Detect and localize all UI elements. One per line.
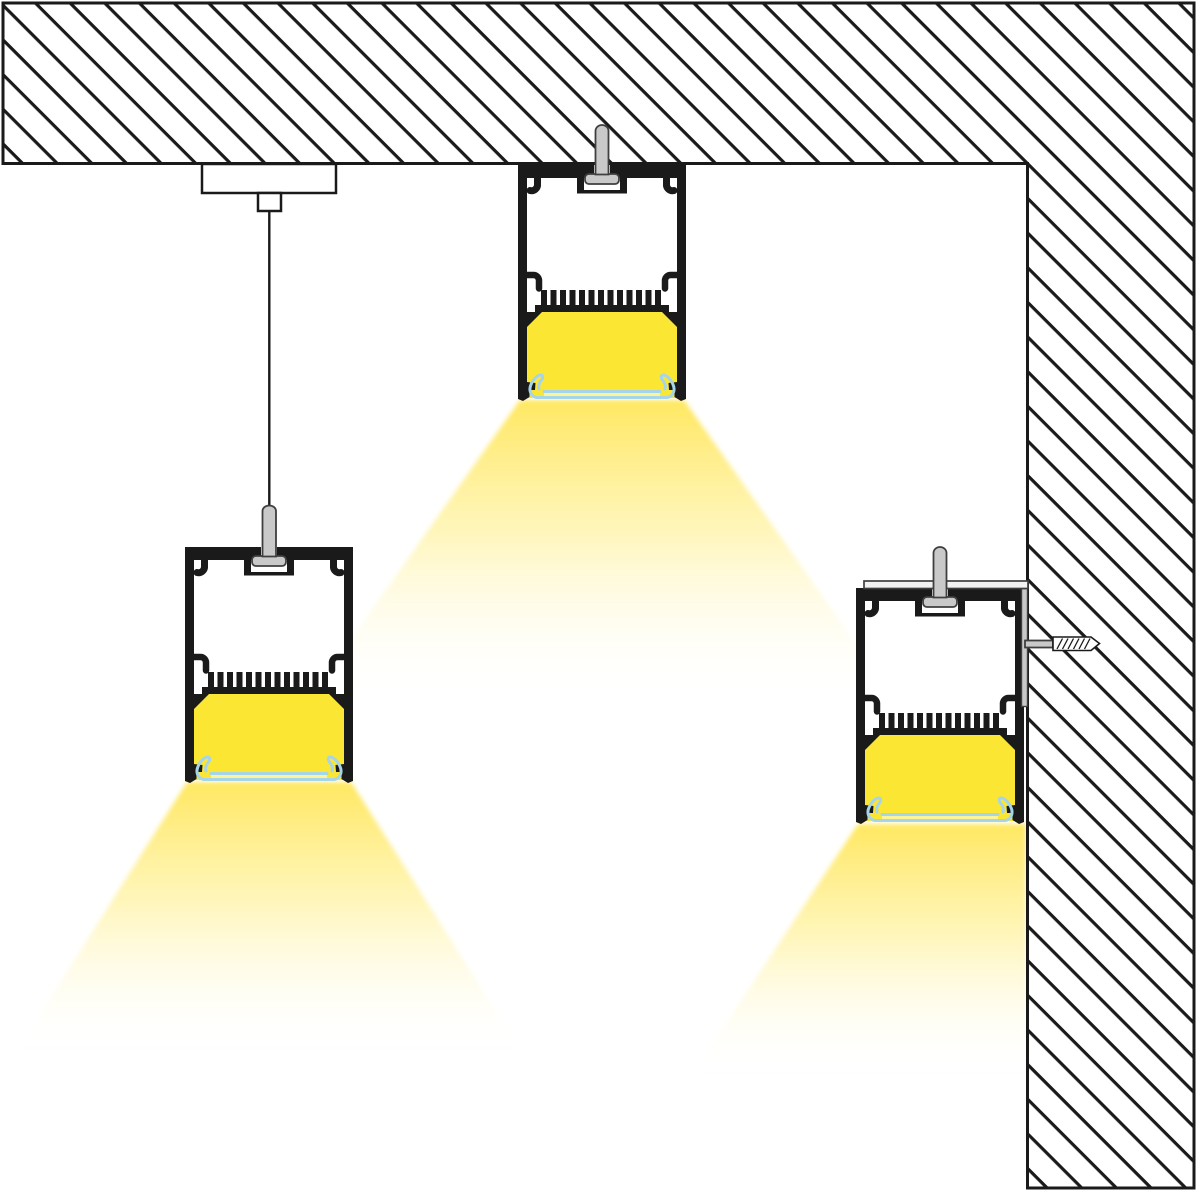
ceiling-canopy bbox=[200, 162, 338, 195]
light-beam-pendant bbox=[19, 782, 519, 1048]
wall-screw bbox=[1024, 636, 1101, 652]
light-beams bbox=[19, 400, 1026, 1072]
light-beam-surface-mount bbox=[314, 400, 890, 692]
cable-grip-fitting bbox=[261, 504, 277, 558]
wall-screw-shank bbox=[1024, 639, 1054, 649]
pendant-profile bbox=[185, 547, 353, 783]
wall-profile bbox=[856, 588, 1024, 824]
wall-screw-thread-ticks bbox=[1056, 638, 1091, 650]
surface-profile bbox=[518, 165, 686, 401]
bracket-t-screw bbox=[932, 546, 948, 599]
cable-gripper-box bbox=[256, 191, 283, 213]
light-beam-wall-mount bbox=[694, 824, 1026, 1072]
surface-mounted-luminaire bbox=[518, 124, 686, 401]
pendant-luminaire bbox=[185, 162, 353, 783]
ceiling-mounting-screw bbox=[594, 124, 610, 176]
wall-mounted-luminaire bbox=[856, 546, 1101, 824]
